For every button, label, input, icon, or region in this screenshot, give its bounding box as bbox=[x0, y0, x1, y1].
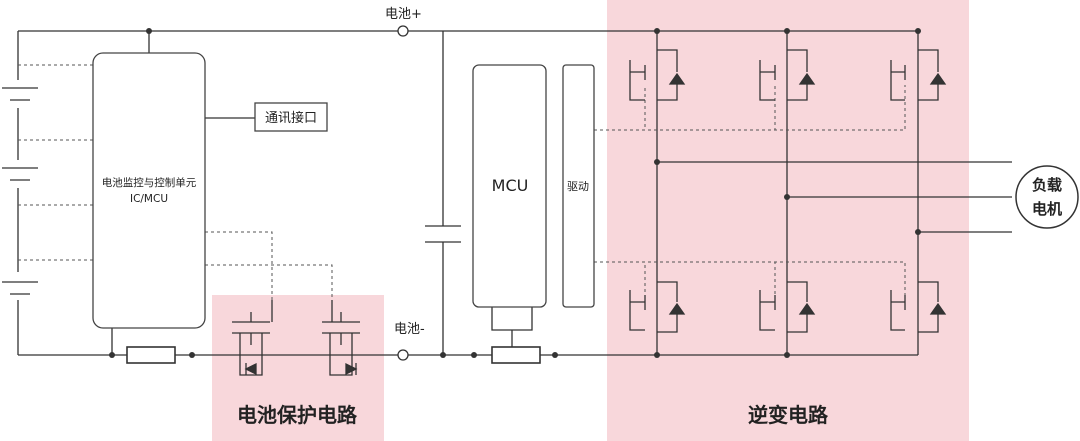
motor-circle bbox=[1015, 165, 1079, 229]
mcu-shunt-resistor bbox=[491, 346, 541, 364]
inverter-circuit-caption: 逆变电路 bbox=[748, 403, 829, 427]
driver-label: 驱动 bbox=[567, 180, 589, 193]
bms-label-line2: IC/MCU bbox=[130, 193, 168, 205]
protection-mosfet-2 bbox=[322, 300, 360, 376]
inverter-switch-lower-a bbox=[629, 281, 686, 333]
inverter-switch-lower-c bbox=[890, 281, 947, 333]
comm-interface-box bbox=[254, 102, 328, 132]
mcu-ground-wire bbox=[491, 307, 533, 331]
bus-capacitor bbox=[425, 225, 461, 243]
motor-label-line2: 电机 bbox=[1032, 200, 1062, 218]
protection-mosfet-1 bbox=[232, 300, 273, 376]
battery-minus-terminal bbox=[397, 349, 409, 361]
battery-cell-1 bbox=[2, 87, 38, 101]
comm-interface-label: 通讯接口 bbox=[265, 110, 317, 126]
mcu-label: MCU bbox=[492, 176, 529, 195]
bms-label-line1: 电池监控与控制单元 bbox=[102, 176, 197, 189]
inverter-region bbox=[607, 0, 969, 441]
battery-plus-label: 电池+ bbox=[385, 7, 422, 22]
bms-shunt-resistor bbox=[126, 346, 176, 364]
battery-plus-terminal bbox=[397, 25, 409, 37]
inverter-switch-upper-b bbox=[759, 49, 816, 101]
inverter-switch-lower-b bbox=[759, 281, 816, 333]
battery-cell-2 bbox=[2, 167, 38, 181]
battery-cell-3 bbox=[2, 281, 38, 295]
inverter-switch-upper-c bbox=[890, 49, 947, 101]
junction-dots bbox=[109, 28, 921, 358]
motor-label-line1: 负载 bbox=[1032, 176, 1062, 194]
driver-box bbox=[562, 64, 595, 308]
protection-circuit-caption: 电池保护电路 bbox=[237, 403, 358, 427]
inverter-switch-upper-a bbox=[629, 49, 686, 101]
bms-unit-box bbox=[92, 52, 206, 329]
battery-minus-label: 电池- bbox=[394, 322, 425, 337]
mcu-box bbox=[472, 64, 547, 308]
